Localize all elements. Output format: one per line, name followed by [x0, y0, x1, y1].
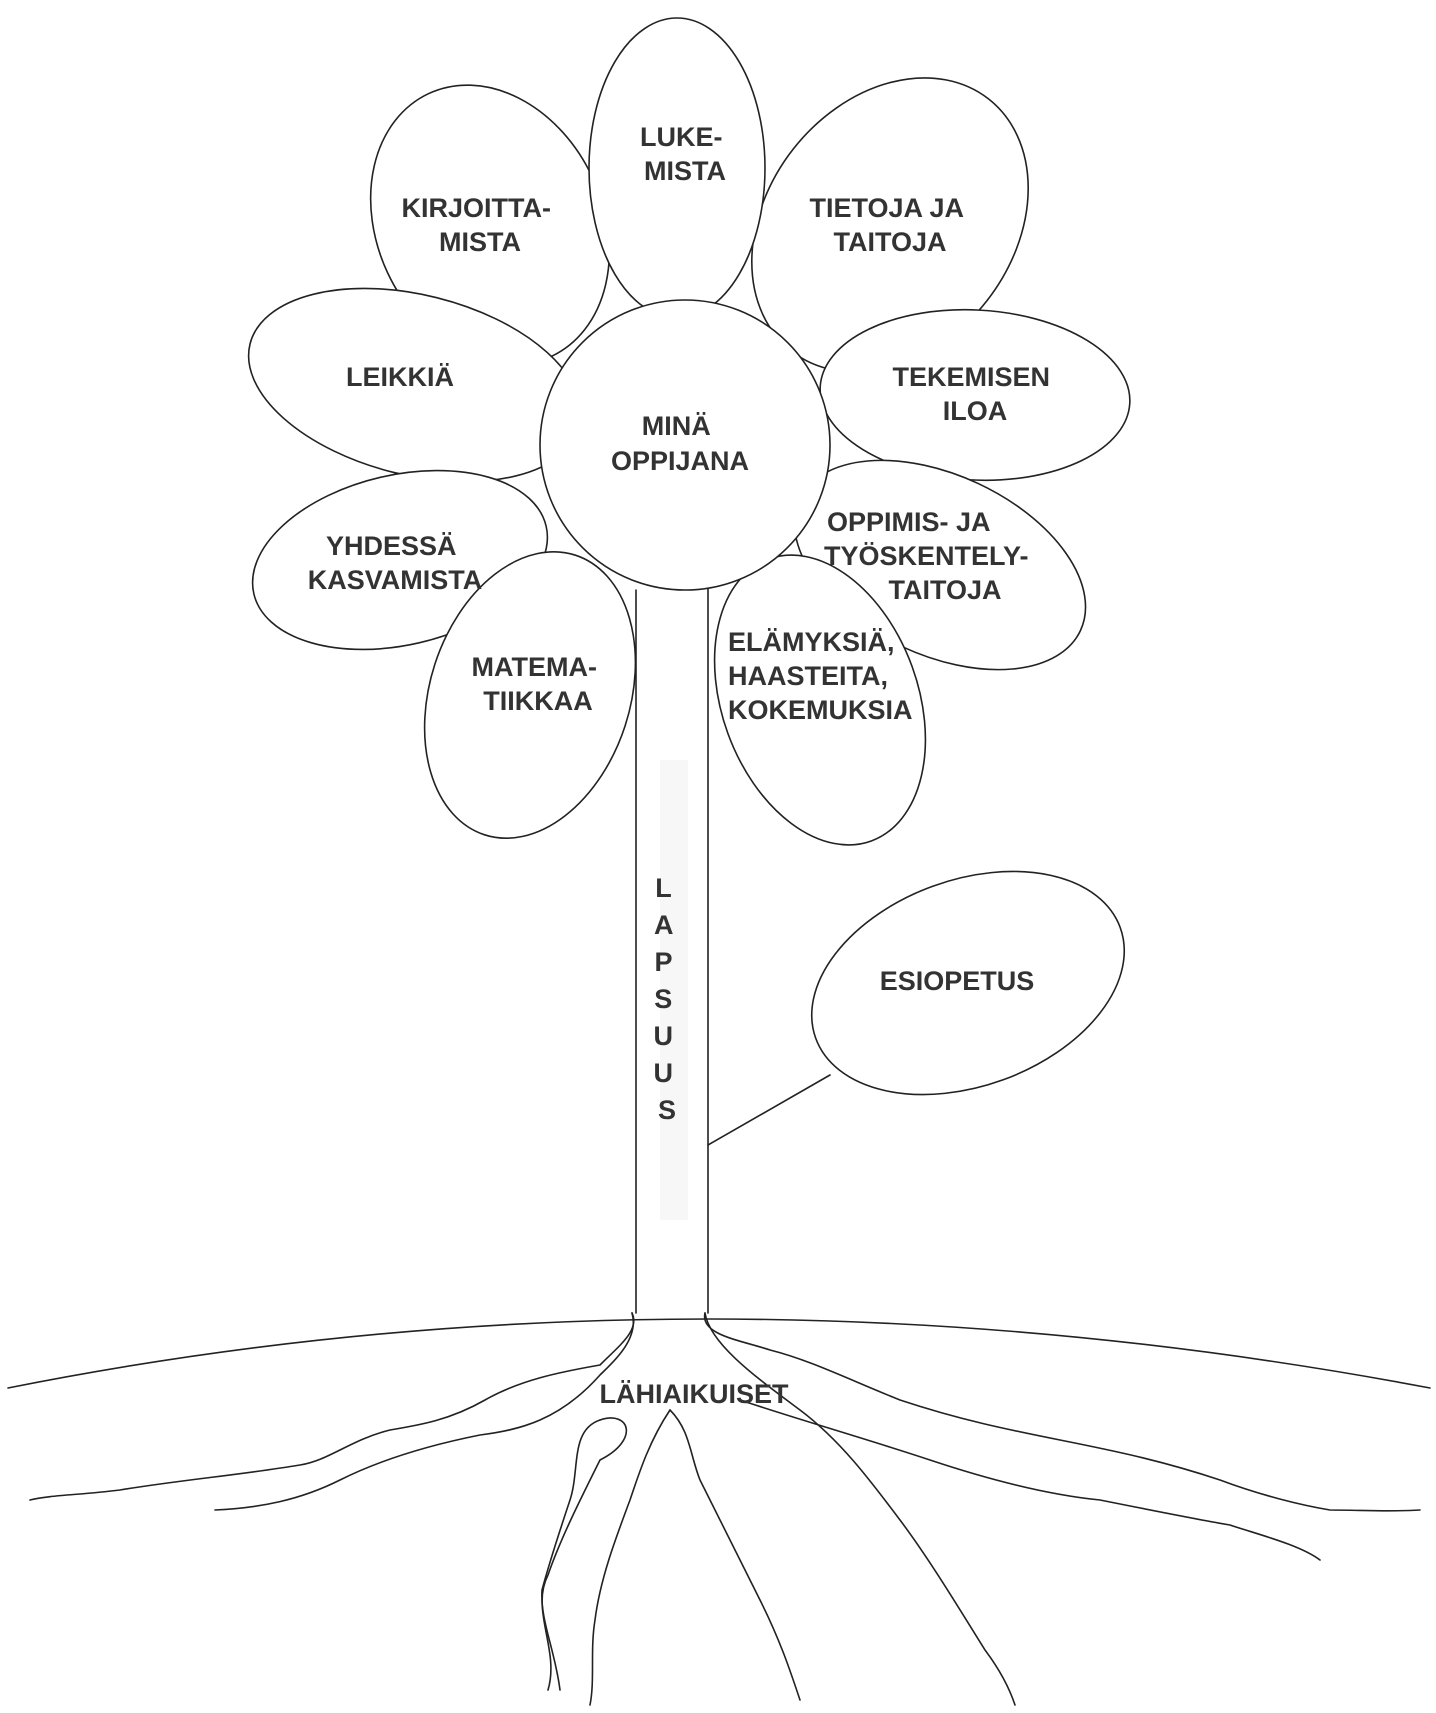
- ground-line: [7, 1318, 1431, 1389]
- petal-tekemisen-label: TEKEMISEN ILOA: [892, 362, 1057, 426]
- petal-matematiikkaa-label: MATEMA- TIIKKAA: [472, 652, 605, 716]
- stem-shaft: [660, 760, 688, 1220]
- petal-oppimis-label: OPPIMIS- JA TYÖSKENTELY- TAITOJA: [824, 507, 1036, 605]
- petal-matematiikkaa: [423, 551, 637, 839]
- petal-lukemista-label: LUKE- MISTA: [640, 122, 730, 186]
- petal-kirjoittamista-label: KIRJOITTA- MISTA: [401, 193, 558, 257]
- center-label: MINÄ OPPIJANA: [611, 411, 749, 476]
- roots: [29, 1312, 1421, 1706]
- leaf-label: ESIOPETUS: [880, 966, 1035, 996]
- petal-elamyksia-label: ELÄMYKSIÄ, HAASTEITA, KOKEMUKSIA: [728, 627, 913, 725]
- stem-label: L A P S U U S: [653, 873, 680, 1125]
- petal-tietoja-label: TIETOJA JA TAITOJA: [809, 193, 970, 257]
- petal-leikkia-label: LEIKKIÄ: [346, 362, 454, 392]
- roots-label: LÄHIAIKUISET: [600, 1379, 790, 1409]
- stem: [635, 584, 831, 1314]
- leaf-esiopetus: [810, 870, 1126, 1096]
- petal-yhdessa-label: YHDESSÄ KASVAMISTA: [308, 531, 483, 595]
- leaf-stalk: [707, 1074, 831, 1146]
- flower-center: [539, 299, 831, 591]
